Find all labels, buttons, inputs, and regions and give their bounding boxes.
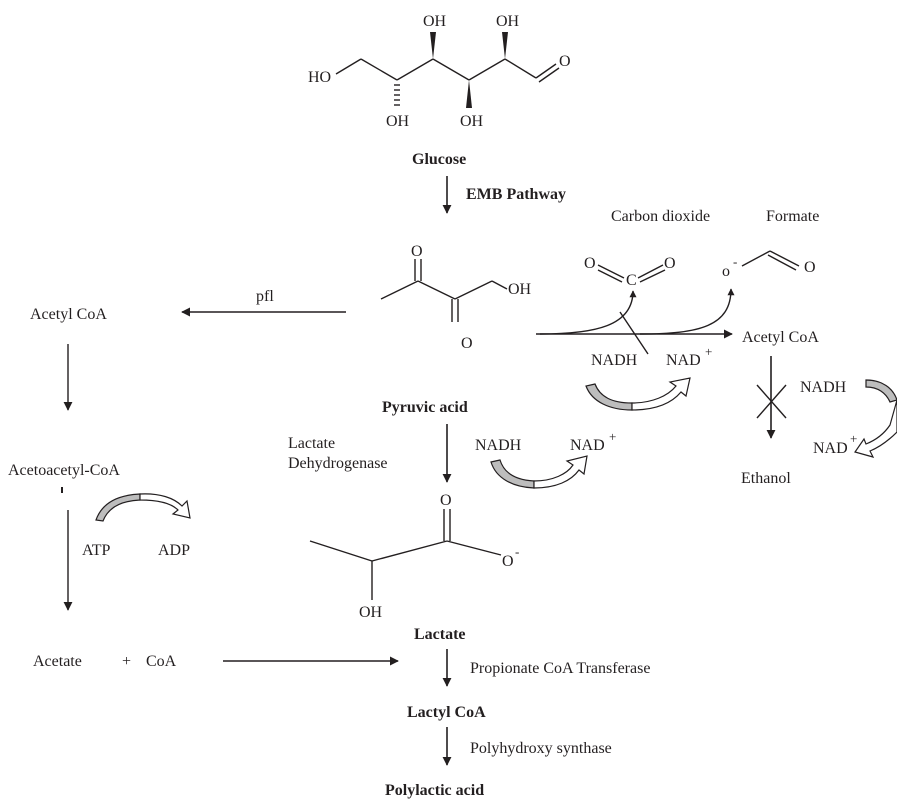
- atp-label: ATP: [82, 542, 111, 559]
- svg-text:+: +: [609, 429, 616, 444]
- formate-label: Formate: [766, 208, 819, 225]
- pyruvic-o-top: O: [411, 243, 423, 260]
- svg-text:NAD: NAD: [666, 352, 701, 369]
- nadh-label-lactate: NADH: [475, 437, 522, 454]
- glucose-oh-bottom-1: OH: [386, 113, 410, 130]
- atp-adp-curved-arrow: [95, 493, 191, 522]
- transferase-label: Propionate CoA Transferase: [470, 660, 650, 677]
- pyruvic-o-bottom: O: [461, 335, 473, 352]
- glucose-structure: HO OH OH OH OH O: [308, 13, 571, 130]
- block-mark-1: [619, 311, 649, 355]
- lactate-dehydrogenase-line2: Dehydrogenase: [288, 455, 388, 472]
- formate-structure: o - O: [722, 250, 816, 280]
- pyruvic-oh: OH: [508, 281, 532, 298]
- nadh-nad-curved-arrow-ethanol: [854, 379, 897, 458]
- polylactic-acid-label: Polylactic acid: [385, 782, 484, 799]
- nadh-nad-curved-arrow-right: [585, 377, 691, 411]
- glucose-label: Glucose: [412, 151, 466, 168]
- glucose-oh-top-1: OH: [423, 13, 447, 30]
- co2-structure: O C O: [584, 255, 676, 289]
- co2-o-right: O: [664, 255, 676, 272]
- ethanol-label: Ethanol: [741, 470, 791, 487]
- lactate-minus: -: [515, 544, 519, 559]
- glucose-oh-bottom-2: OH: [460, 113, 484, 130]
- plus-label: +: [122, 653, 131, 670]
- stray-dot: [61, 487, 63, 493]
- pyruvic-acid-label: Pyruvic acid: [382, 399, 468, 416]
- formate-minus: -: [733, 254, 737, 269]
- formate-o-minus: o: [722, 263, 730, 280]
- acetate-label: Acetate: [33, 653, 82, 670]
- to-formate-curve: [639, 288, 735, 335]
- acetoacetyl-coa: Acetoacetyl-CoA: [8, 462, 120, 479]
- left-acetyl-coa: Acetyl CoA: [30, 306, 107, 323]
- glucose-oh-top-2: OH: [496, 13, 520, 30]
- svg-text:+: +: [705, 344, 712, 359]
- nadh-label-ethanol: NADH: [800, 379, 847, 396]
- lactate-oh: OH: [359, 604, 383, 621]
- synthase-label: Polyhydroxy synthase: [470, 740, 612, 757]
- right-acetyl-coa: Acetyl CoA: [742, 329, 819, 346]
- lactate-structure: O O - OH: [309, 492, 519, 621]
- nad-plus-label-lactate: NAD +: [570, 429, 616, 454]
- adp-label: ADP: [158, 542, 190, 559]
- co2-c: C: [626, 272, 637, 289]
- nadh-nad-curved-arrow-lactate: [490, 455, 588, 489]
- nadh-label-right: NADH: [591, 352, 638, 369]
- formate-o: O: [804, 259, 816, 276]
- to-co2-curve: [539, 290, 637, 335]
- nad-plus-label-ethanol: NAD +: [813, 431, 857, 457]
- co2-o-left: O: [584, 255, 596, 272]
- lactate-o-top: O: [440, 492, 452, 509]
- svg-text:NAD: NAD: [813, 440, 848, 457]
- glucose-ho-left: HO: [308, 69, 331, 86]
- lactyl-coa-label: Lactyl CoA: [407, 704, 486, 721]
- glucose-o-right: O: [559, 53, 571, 70]
- svg-text:+: +: [850, 431, 857, 446]
- carbon-dioxide-label: Carbon dioxide: [611, 208, 710, 225]
- block-mark-2-b: [756, 384, 787, 419]
- lactate-label: Lactate: [414, 626, 466, 643]
- pfl-label: pfl: [256, 288, 274, 305]
- lactate-o-minus: O: [502, 553, 514, 570]
- coa-label: CoA: [146, 653, 177, 670]
- pyruvic-acid-structure: O O OH: [380, 243, 532, 352]
- svg-text:NAD: NAD: [570, 437, 605, 454]
- lactate-dehydrogenase-line1: Lactate: [288, 435, 335, 452]
- nad-plus-label-right: NAD +: [666, 344, 712, 369]
- emb-pathway-label: EMB Pathway: [466, 186, 566, 203]
